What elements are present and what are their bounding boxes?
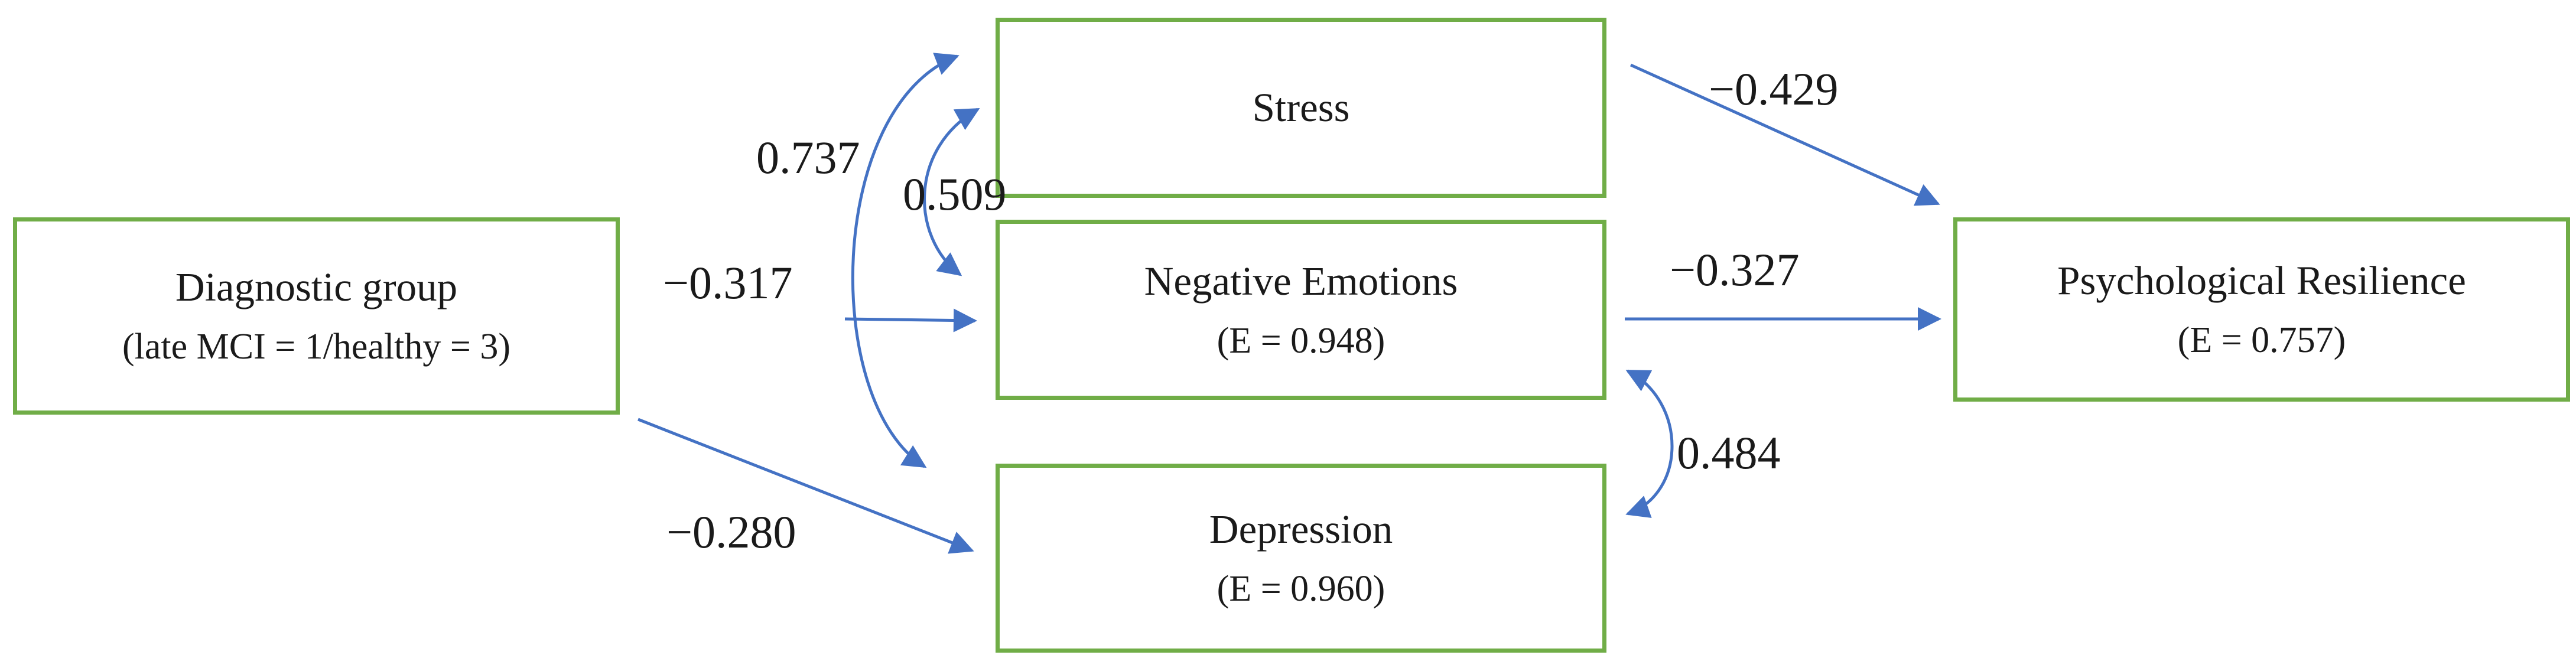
node-negative-emotions-title: Negative Emotions: [1144, 258, 1458, 304]
node-stress: Stress: [996, 18, 1606, 198]
coef-stress-depression-covariance: 0.737: [756, 132, 860, 183]
node-negative-emotions: Negative Emotions (E = 0.948): [996, 220, 1606, 400]
node-diagnostic-group: Diagnostic group (late MCI = 1/healthy =…: [13, 217, 620, 415]
node-depression: Depression (E = 0.960): [996, 464, 1606, 653]
coef-diagnostic-to-depression: −0.280: [666, 506, 796, 558]
stress-to-resilience-arrow: [1629, 63, 1940, 206]
coef-stress-to-resilience: −0.429: [1709, 63, 1839, 115]
node-stress-title: Stress: [1252, 85, 1350, 131]
node-negative-emotions-subtitle: (E = 0.948): [1217, 320, 1385, 361]
node-psychological-resilience: Psychological Resilience (E = 0.757): [1953, 217, 2570, 402]
coef-diagnostic-to-negative: −0.317: [663, 257, 793, 308]
node-diagnostic-group-subtitle: (late MCI = 1/healthy = 3): [122, 327, 511, 367]
node-psychological-resilience-subtitle: (E = 0.757): [2177, 320, 2346, 361]
coef-stress-negative-covariance: 0.509: [903, 168, 1007, 220]
coef-negative-depression-covariance: 0.484: [1677, 427, 1781, 478]
node-diagnostic-group-title: Diagnostic group: [175, 265, 458, 310]
node-depression-title: Depression: [1209, 507, 1393, 552]
diagnostic-to-depression-arrow: [638, 418, 974, 554]
negative-depression-covariance-arrow: [1625, 369, 1674, 518]
diagnostic-to-negative-arrow: [844, 308, 977, 333]
node-depression-subtitle: (E = 0.960): [1217, 569, 1385, 610]
stress-depression-covariance-arrow: [851, 53, 960, 468]
coef-negative-to-resilience: −0.327: [1670, 244, 1800, 295]
stress-negative-covariance-arrow: [923, 107, 980, 276]
node-psychological-resilience-title: Psychological Resilience: [2057, 258, 2466, 304]
